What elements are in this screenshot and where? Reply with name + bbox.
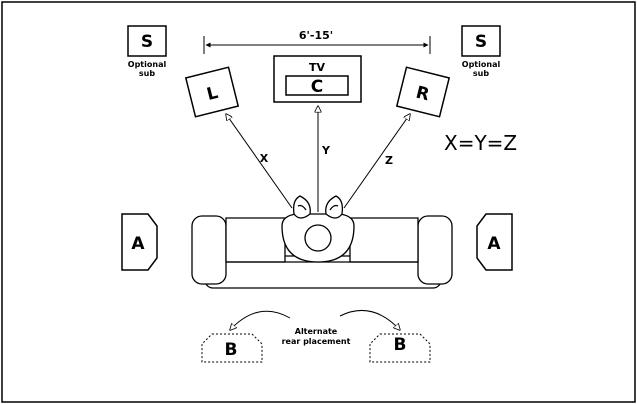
front-right-speaker: R bbox=[395, 66, 451, 118]
subwoofer-right: S Optional sub bbox=[461, 25, 501, 78]
subwoofer-left: S Optional sub bbox=[127, 25, 167, 78]
couch bbox=[191, 215, 453, 289]
front-left-label: L bbox=[205, 83, 221, 105]
rear-right-speaker: B bbox=[369, 333, 431, 363]
rear-right-label: B bbox=[394, 335, 407, 355]
subwoofer-left-caption-line1: Optional bbox=[128, 60, 167, 69]
y-label: Y bbox=[321, 144, 331, 157]
distance-label: 6'-15' bbox=[299, 29, 333, 42]
alternate-rear-line2: rear placement bbox=[282, 337, 351, 346]
side-left-speaker: A bbox=[121, 213, 158, 271]
rear-left-label: B bbox=[225, 340, 238, 360]
subwoofer-left-caption-line2: sub bbox=[139, 69, 155, 78]
subwoofer-right-label: S bbox=[475, 32, 487, 52]
front-right-label: R bbox=[414, 83, 432, 106]
listener bbox=[281, 195, 355, 263]
subwoofer-left-label: S bbox=[141, 32, 153, 52]
side-left-label: A bbox=[131, 234, 145, 254]
tv-label: TV bbox=[309, 61, 326, 74]
distance-dimension: 6'-15' bbox=[203, 29, 431, 54]
subwoofer-right-caption-line1: Optional bbox=[462, 60, 501, 69]
subwoofer-right-caption-line2: sub bbox=[473, 69, 489, 78]
equation-text: X=Y=Z bbox=[444, 131, 517, 155]
side-right-speaker: A bbox=[476, 213, 513, 271]
center-speaker-label: C bbox=[311, 77, 323, 97]
z-label: Z bbox=[385, 154, 393, 167]
distance-arrows: X Y Z bbox=[226, 106, 410, 212]
rear-left-speaker: B bbox=[201, 333, 263, 363]
x-label: X bbox=[260, 152, 269, 165]
side-right-label: A bbox=[487, 234, 501, 254]
alternate-rear-line1: Alternate bbox=[295, 327, 338, 336]
alternate-rear-arrows bbox=[230, 309, 400, 330]
tv-center: TV C bbox=[273, 55, 362, 103]
front-left-speaker: L bbox=[184, 66, 240, 118]
